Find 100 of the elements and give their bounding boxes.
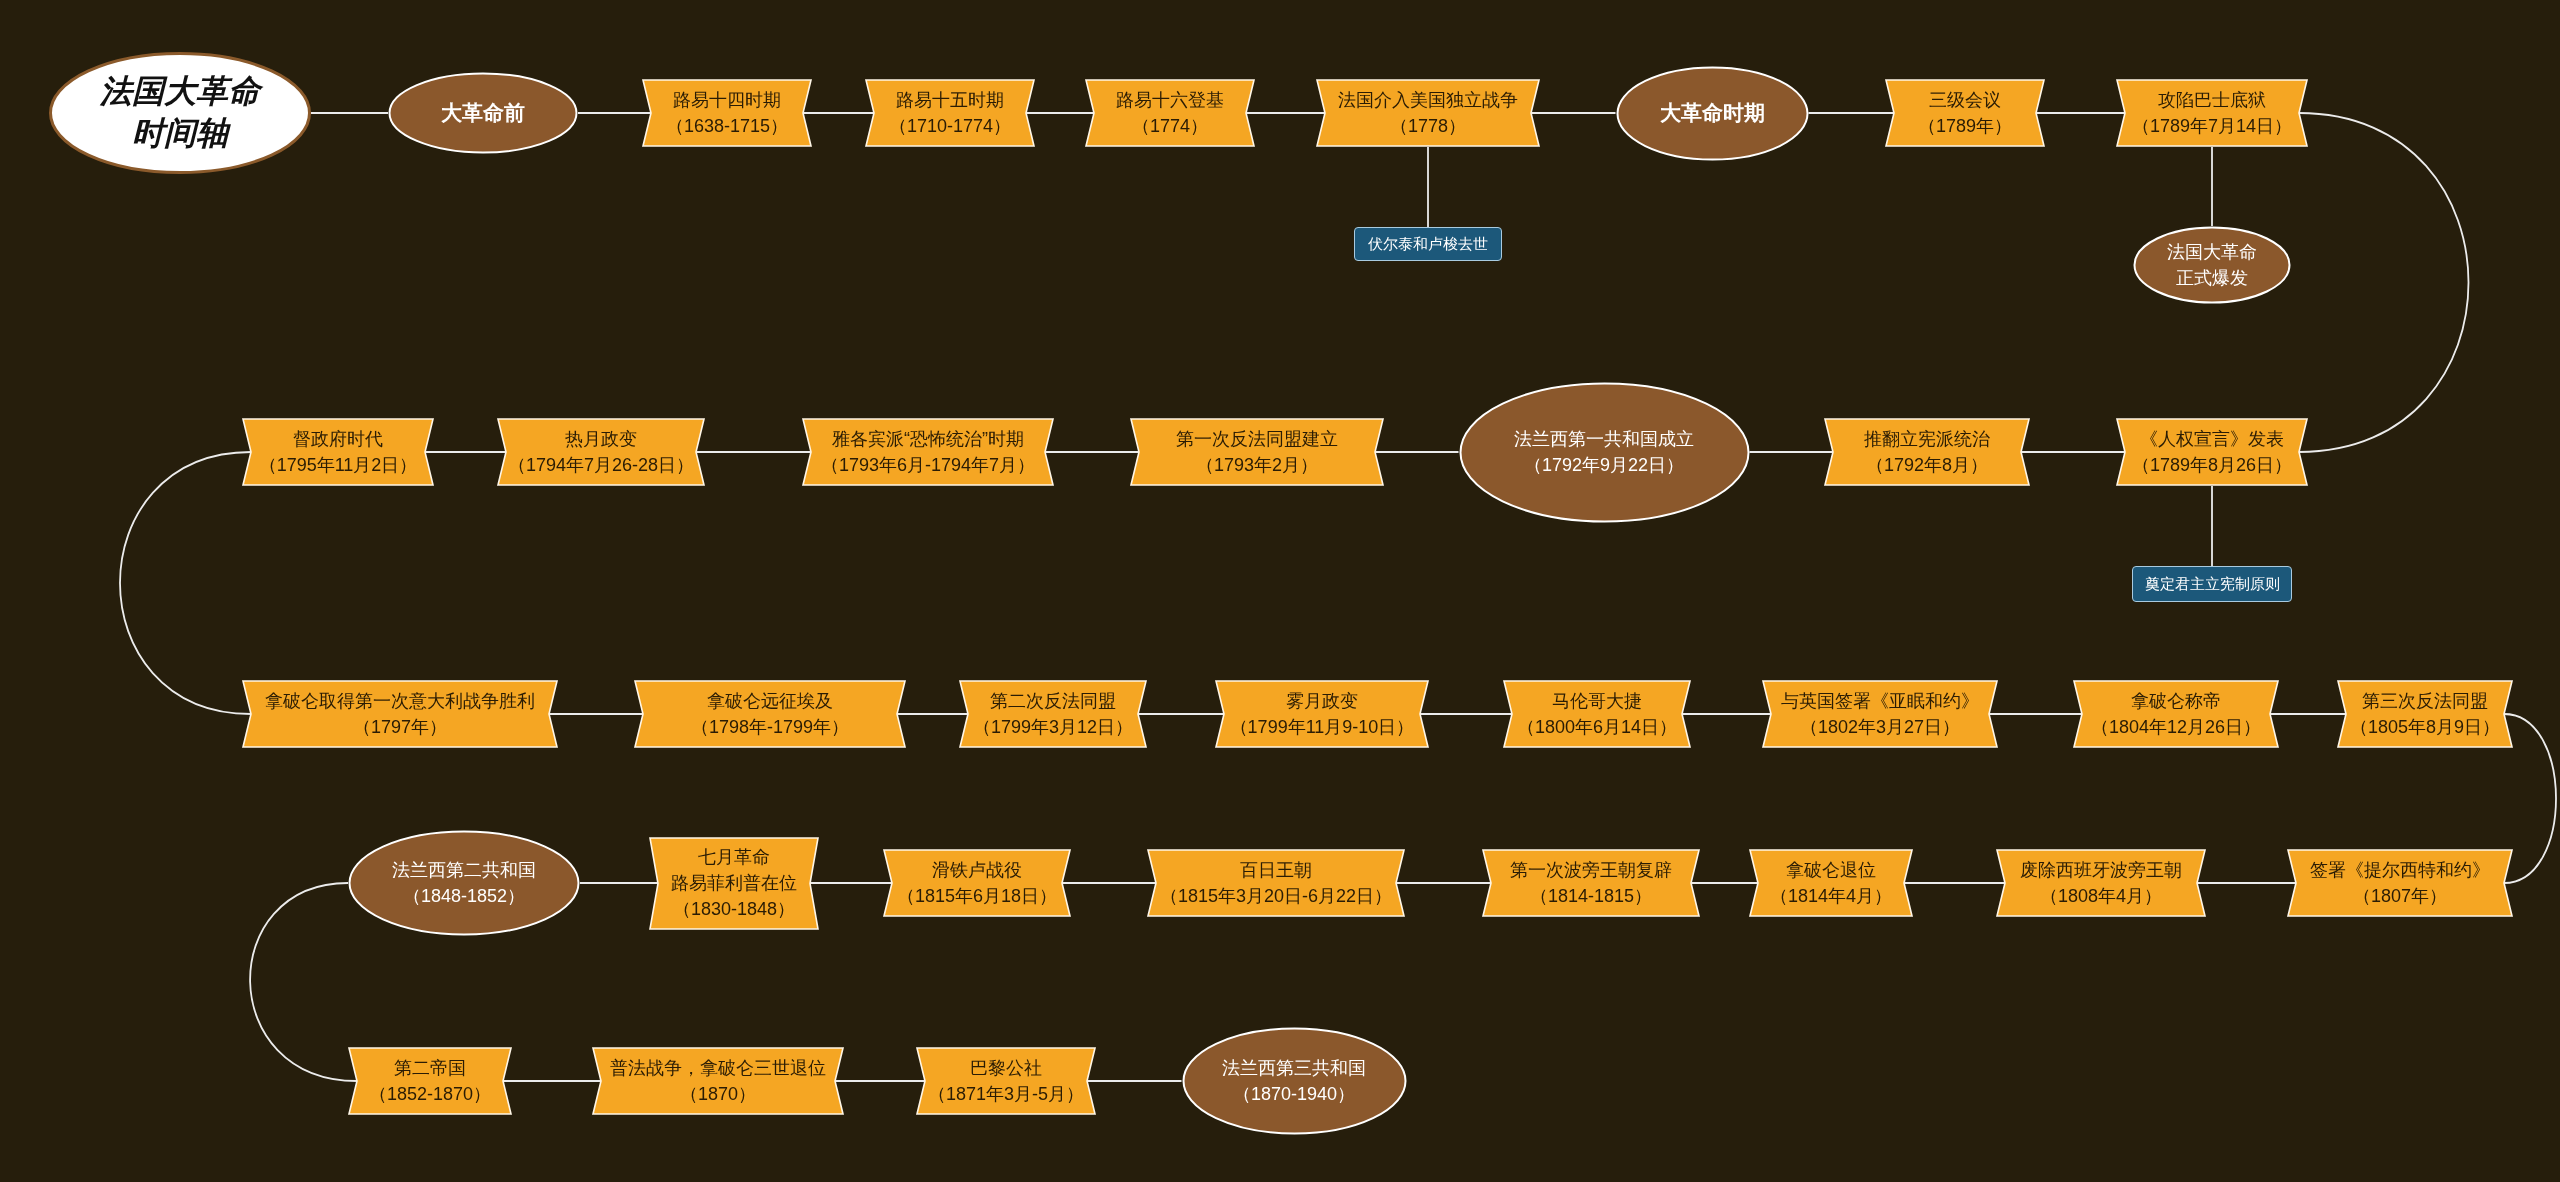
- event-title: 拿破仑远征埃及: [707, 689, 833, 713]
- note-text: 奠定君主立宪制原则: [2144, 574, 2280, 594]
- event-ribbon: [802, 418, 1054, 486]
- event-date: （1805年8月9日）: [2349, 716, 2501, 739]
- event-date: （1789年8月26日）: [2131, 454, 2293, 477]
- event-title: 热月政变: [565, 427, 637, 451]
- era-ellipse: [1615, 65, 1809, 161]
- event-date: （1830-1848）: [672, 898, 796, 922]
- event-ribbon: [592, 1047, 844, 1115]
- event-date: （1794年7月26-28日）: [507, 454, 695, 477]
- event-date: （1778）: [1389, 115, 1466, 138]
- event-ribbon: [1762, 680, 1998, 748]
- event-ribbon: [1147, 849, 1405, 917]
- event-title: 三级会议: [1929, 88, 2001, 112]
- event-ribbon: [242, 418, 434, 486]
- event-title: 第二帝国: [394, 1056, 466, 1080]
- event-ribbon: [642, 79, 812, 147]
- event-date: （1799年11月9-10日）: [1229, 716, 1415, 739]
- event-ribbon: [497, 418, 705, 486]
- title-ellipse: [49, 52, 311, 174]
- event-date: （1774）: [1131, 115, 1208, 138]
- event-date: （1789年7月14日）: [2131, 115, 2293, 138]
- event-title: 法国介入美国独立战争: [1338, 88, 1518, 112]
- event-date: （1814年4月）: [1769, 885, 1893, 908]
- event-ribbon: [883, 849, 1071, 917]
- event-title: 巴黎公社: [970, 1056, 1042, 1080]
- event-title: 拿破仑称帝: [2131, 689, 2221, 713]
- event-ribbon: [2116, 79, 2308, 147]
- event-date: （1638-1715）: [665, 115, 789, 138]
- event-date: （1789年）: [1917, 115, 2012, 138]
- connector-line: [2211, 485, 2213, 567]
- event-title: 督政府时代: [293, 427, 383, 451]
- event-ribbon: [1085, 79, 1255, 147]
- event-ribbon: [1130, 418, 1384, 486]
- connector-line: [2211, 146, 2213, 227]
- event-date: （1870-1940）: [1232, 1083, 1356, 1106]
- event-date: （1798年-1799年）: [690, 716, 850, 739]
- event-title: 雾月政变: [1286, 689, 1358, 713]
- event-title: 法兰西第二共和国: [392, 858, 536, 882]
- event-date: （1815年3月20日-6月22日）: [1159, 885, 1393, 908]
- event-date: （1795年11月2日）: [258, 454, 418, 477]
- event-title: 普法战争，拿破仑三世退位: [610, 1056, 826, 1080]
- event-title: 七月革命: [698, 845, 770, 869]
- event-ribbon: [2073, 680, 2279, 748]
- event-title: 拿破仑退位: [1786, 858, 1876, 882]
- era-label: 大革命前: [441, 100, 525, 126]
- event-ribbon: [1996, 849, 2206, 917]
- event-title: 百日王朝: [1240, 858, 1312, 882]
- event-title: 拿破仑取得第一次意大利战争胜利: [265, 689, 535, 713]
- event-title: 第二次反法同盟: [990, 689, 1116, 713]
- event-ribbon: [649, 836, 819, 930]
- event-title: 《人权宣言》发表: [2140, 427, 2284, 451]
- event-ribbon: [1749, 849, 1913, 917]
- event-ribbon: [1215, 680, 1429, 748]
- event-title: 法兰西第一共和国成立: [1514, 427, 1694, 451]
- event-ellipse: [2133, 226, 2291, 304]
- event-ribbon: [1503, 680, 1691, 748]
- event-title: 雅各宾派“恐怖统治”时期: [832, 427, 1024, 451]
- event-ribbon: [2116, 418, 2308, 486]
- event-title: 马伦哥大捷: [1552, 689, 1642, 713]
- event-title: 签署《提尔西特和约》: [2310, 858, 2490, 882]
- event-date: （1848-1852）: [402, 885, 526, 908]
- event-date: （1815年6月18日）: [896, 885, 1058, 908]
- event-subtitle: 路易菲利普在位: [671, 871, 797, 895]
- event-title: 法国大革命正式爆发: [2166, 240, 2258, 290]
- event-date: （1797年）: [352, 716, 447, 739]
- event-ribbon: [2337, 680, 2513, 748]
- event-title: 路易十六登基: [1116, 88, 1224, 112]
- event-title: 第一次反法同盟建立: [1176, 427, 1338, 451]
- event-title: 攻陷巴士底狱: [2158, 88, 2266, 112]
- note-box: [2132, 566, 2292, 602]
- event-ellipse: [348, 830, 580, 936]
- event-date: （1792年8月）: [1865, 454, 1989, 477]
- event-date: （1852-1870）: [368, 1083, 492, 1106]
- event-ribbon: [1316, 79, 1540, 147]
- event-ribbon: [959, 680, 1147, 748]
- event-title: 路易十五时期: [896, 88, 1004, 112]
- event-date: （1799年3月12日）: [972, 716, 1134, 739]
- event-date: （1814-1815）: [1529, 885, 1653, 908]
- event-date: （1710-1774）: [888, 115, 1012, 138]
- event-title: 第三次反法同盟: [2362, 689, 2488, 713]
- era-label: 大革命时期: [1659, 100, 1765, 126]
- event-title: 第一次波旁王朝复辟: [1510, 858, 1672, 882]
- timeline-title: 法国大革命时间轴: [95, 71, 265, 155]
- event-title: 废除西班牙波旁王朝: [2020, 858, 2182, 882]
- event-ribbon: [865, 79, 1035, 147]
- event-ribbon: [1482, 849, 1700, 917]
- event-ribbon: [2287, 849, 2513, 917]
- event-ellipse: [1458, 381, 1750, 523]
- event-ribbon: [1824, 418, 2030, 486]
- event-date: （1804年12月26日）: [2090, 716, 2262, 739]
- event-date: （1802年3月27日）: [1799, 716, 1961, 739]
- event-title: 法兰西第三共和国: [1222, 1056, 1366, 1080]
- event-ribbon: [242, 680, 558, 748]
- event-ribbon: [1885, 79, 2045, 147]
- event-date: （1800年6月14日）: [1516, 716, 1678, 739]
- event-date: （1793年2月）: [1195, 454, 1319, 477]
- event-date: （1792年9月22日）: [1523, 454, 1685, 477]
- event-date: （1808年4月）: [2039, 885, 2163, 908]
- event-title: 路易十四时期: [673, 88, 781, 112]
